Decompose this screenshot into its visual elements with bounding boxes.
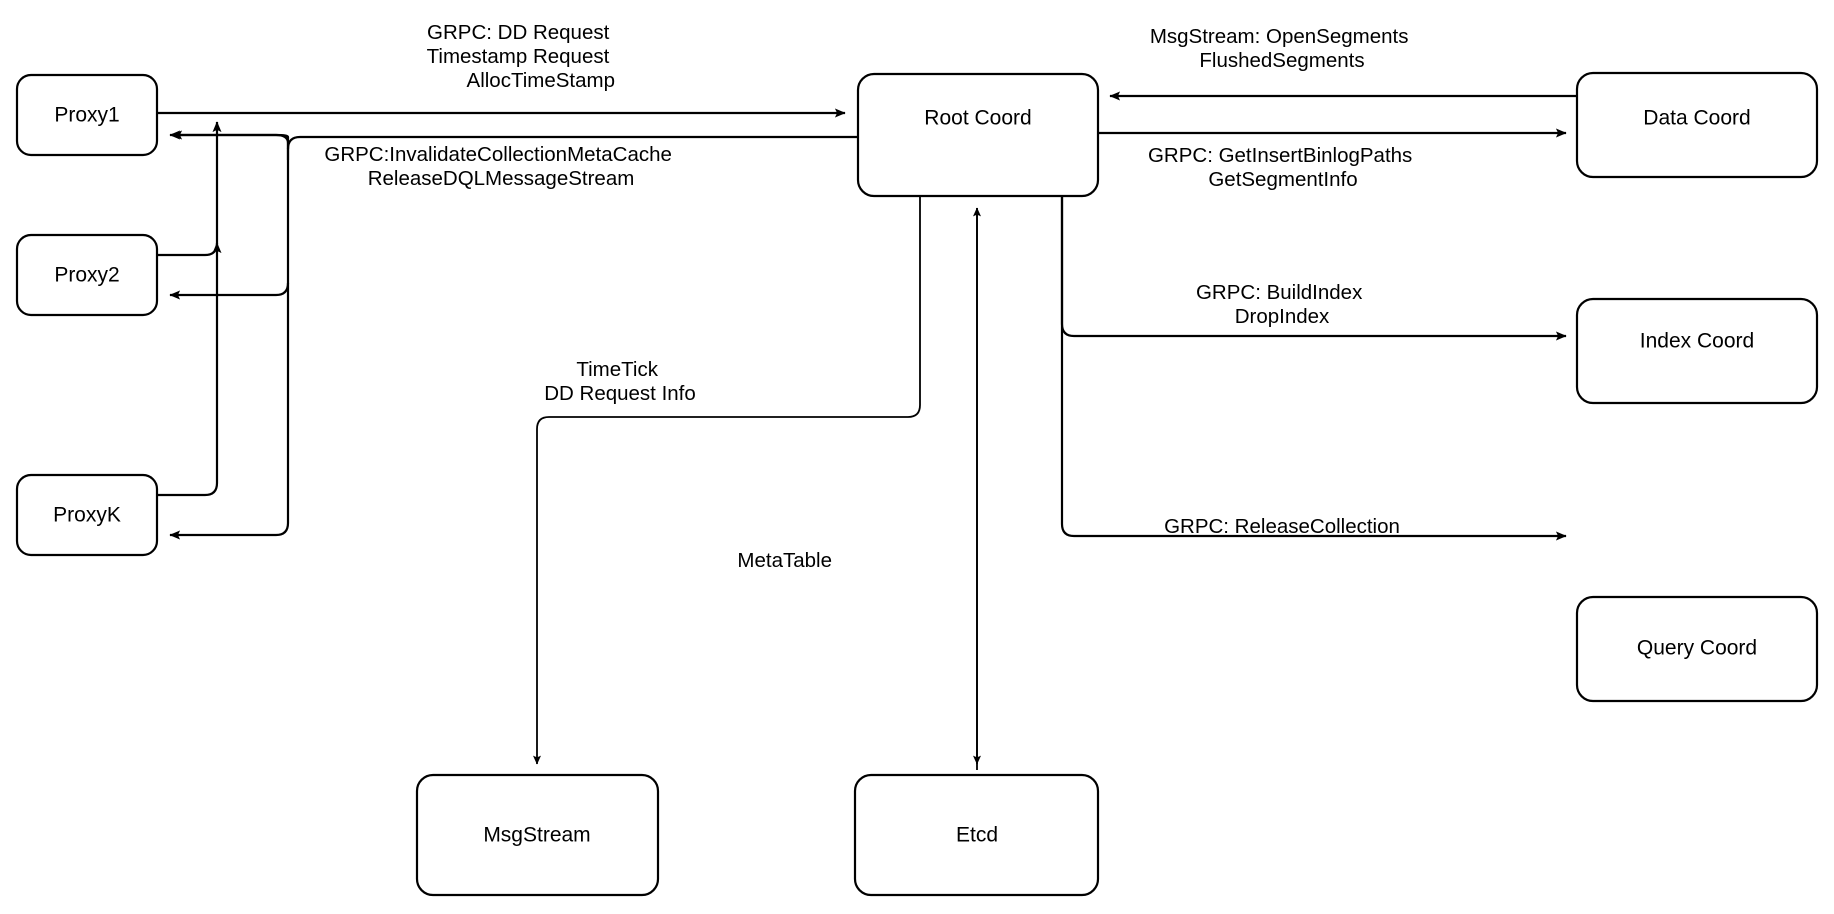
node-proxy2[interactable]: Proxy2 bbox=[15, 233, 159, 317]
edge-label-rootcoord-to-querycoord: GRPC: ReleaseCollection bbox=[1164, 515, 1400, 538]
node-indexcoord[interactable]: Index Coord bbox=[1575, 297, 1819, 405]
edge-rootcoord-to-indexcoord: GRPC: BuildIndex DropIndex bbox=[1060, 196, 1567, 341]
edge-rootcoord-to-datacoord: GRPC: GetInsertBinlogPaths GetSegmentInf… bbox=[1098, 128, 1567, 191]
edge-line-rootcoord-to-proxy2 bbox=[169, 282, 290, 300]
edge-rootcoord-to-querycoord: GRPC: ReleaseCollection bbox=[1060, 196, 1567, 541]
node-rootcoord-label: Root Coord bbox=[924, 107, 1031, 130]
edge-rootcoord-to-proxies: GRPC:InvalidateCollectionMetaCache Relea… bbox=[169, 130, 858, 540]
node-proxyk-rect[interactable] bbox=[15, 473, 159, 557]
node-datacoord-rect[interactable] bbox=[1575, 71, 1819, 179]
node-proxy2-label: Proxy2 bbox=[54, 264, 119, 287]
edge-proxies-merge-up bbox=[157, 121, 222, 497]
edge-label-rootcoord-to-proxies: GRPC:InvalidateCollectionMetaCache Relea… bbox=[324, 143, 677, 190]
node-msgstream-label: MsgStream bbox=[483, 824, 590, 847]
edge-label-rootcoord-etcd: MetaTable bbox=[737, 549, 832, 572]
node-indexcoord-label: Index Coord bbox=[1640, 330, 1754, 353]
node-proxyk[interactable]: ProxyK bbox=[15, 473, 159, 557]
edge-line-rootcoord-to-msgstream bbox=[533, 196, 921, 765]
edge-rootcoord-to-msgstream: TimeTick DD Request Info bbox=[533, 196, 921, 765]
edge-label-rootcoord-to-indexcoord: GRPC: BuildIndex DropIndex bbox=[1196, 281, 1368, 328]
node-querycoord-rect[interactable] bbox=[1575, 595, 1819, 703]
edge-label-rootcoord-to-msgstream: TimeTick DD Request Info bbox=[544, 358, 696, 405]
edge-line-rootcoord-to-proxyk bbox=[169, 135, 858, 540]
edge-line-rootcoord-to-querycoord bbox=[1060, 196, 1567, 541]
node-querycoord[interactable]: Query Coord bbox=[1575, 595, 1819, 703]
edge-label-datacoord-to-rootcoord: MsgStream: OpenSegments FlushedSegments bbox=[1150, 25, 1414, 72]
node-rootcoord-rect[interactable] bbox=[856, 72, 1100, 198]
node-msgstream[interactable]: MsgStream bbox=[415, 773, 660, 897]
node-etcd-label: Etcd bbox=[956, 824, 998, 847]
edge-proxy-to-rootcoord: GRPC: DD Request Timestamp Request Alloc… bbox=[157, 21, 846, 118]
edge-line-proxy2-merge bbox=[157, 121, 222, 257]
node-msgstream-rect[interactable] bbox=[415, 773, 660, 897]
node-proxy2-rect[interactable] bbox=[15, 233, 159, 317]
node-proxy1-rect[interactable] bbox=[15, 73, 159, 157]
edge-datacoord-to-rootcoord: MsgStream: OpenSegments FlushedSegments bbox=[1109, 25, 1577, 101]
edge-label-proxy-to-rootcoord: GRPC: DD Request Timestamp Request Alloc… bbox=[427, 21, 615, 92]
edge-line-rootcoord-to-proxy1-stub bbox=[169, 130, 290, 149]
node-proxyk-label: ProxyK bbox=[53, 504, 121, 527]
node-querycoord-label: Query Coord bbox=[1637, 637, 1757, 660]
node-proxy1[interactable]: Proxy1 bbox=[15, 73, 159, 157]
node-datacoord[interactable]: Data Coord bbox=[1575, 71, 1819, 179]
node-proxy1-label: Proxy1 bbox=[54, 104, 119, 127]
node-datacoord-label: Data Coord bbox=[1643, 107, 1750, 130]
edge-label-rootcoord-to-datacoord: GRPC: GetInsertBinlogPaths GetSegmentInf… bbox=[1148, 144, 1418, 191]
edge-line-rootcoord-to-proxy1 bbox=[171, 130, 290, 160]
node-etcd[interactable]: Etcd bbox=[853, 773, 1100, 897]
edge-rootcoord-etcd: MetaTable bbox=[737, 207, 981, 770]
node-rootcoord[interactable]: Root Coord bbox=[856, 72, 1100, 198]
edge-line-proxyk-merge bbox=[157, 242, 222, 497]
node-indexcoord-rect[interactable] bbox=[1575, 297, 1819, 405]
node-etcd-rect[interactable] bbox=[853, 773, 1100, 897]
